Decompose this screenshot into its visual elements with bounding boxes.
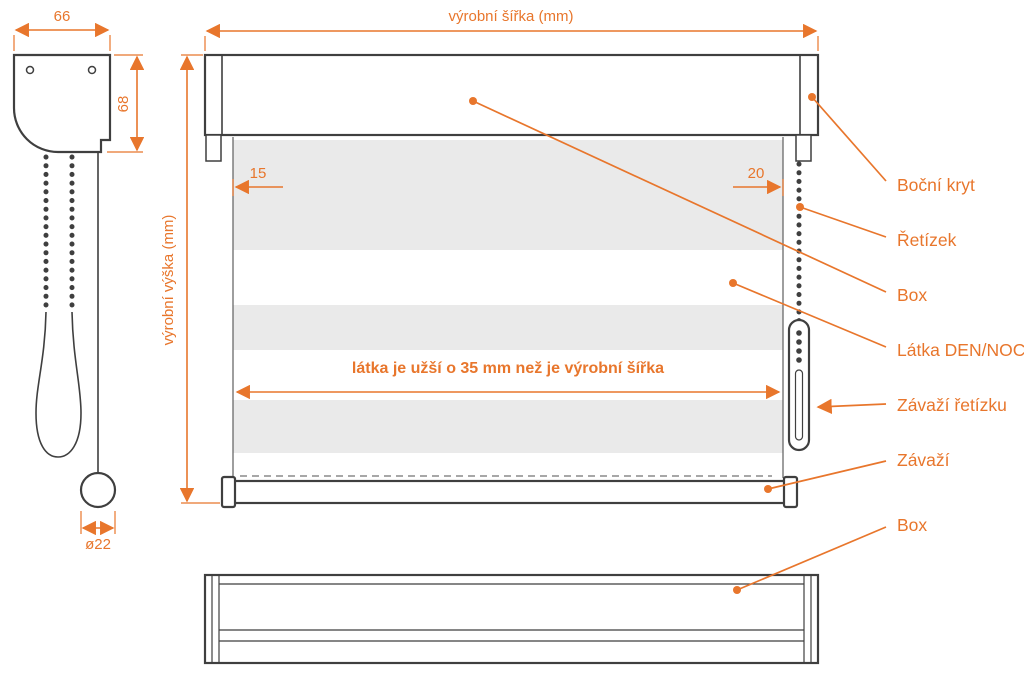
bottom-box-view bbox=[203, 573, 820, 665]
callout-line-retizek bbox=[799, 206, 887, 238]
callout-line-zavazi bbox=[767, 460, 887, 490]
fabric-stripe-3 bbox=[233, 400, 783, 453]
side-view-assembly: 66 68 ø22 bbox=[12, 8, 145, 553]
callout-label-bocni-kryt: Boční kryt bbox=[897, 175, 975, 195]
callout-dot-bocni-kryt bbox=[808, 93, 816, 101]
dim-width-label: výrobní šířka (mm) bbox=[448, 8, 573, 25]
callout-arrow-zavazi-retizku bbox=[816, 398, 887, 415]
chain-bead-3 bbox=[796, 348, 802, 354]
callout-dot-box bbox=[469, 97, 477, 105]
box-bottom-tab-left bbox=[205, 134, 222, 162]
callout-label-zavazi-retizku: Závaží řetízku bbox=[897, 395, 1007, 415]
fabric-stripe-1 bbox=[233, 140, 783, 250]
callout-dot-zavazi bbox=[764, 485, 772, 493]
fabric-stripe-2 bbox=[233, 305, 783, 350]
chain-weight-slot bbox=[794, 369, 804, 441]
callout-dot-latka bbox=[729, 279, 737, 287]
callout-dot-retizek bbox=[796, 203, 804, 211]
callout-label-zavazi: Závaží bbox=[897, 450, 950, 470]
dim-68-label: 68 bbox=[115, 96, 132, 113]
callout-dot-box-bottom bbox=[733, 586, 741, 594]
bottom-bar bbox=[231, 479, 787, 505]
callout-line-box bbox=[472, 100, 887, 293]
bottom-box-outer bbox=[203, 573, 820, 665]
callout-line-bocni-kryt bbox=[811, 96, 887, 182]
box-bottom-tab-right bbox=[795, 134, 812, 162]
chain-bead-1 bbox=[796, 330, 802, 336]
screw-hole-right bbox=[87, 65, 97, 75]
bottom-bar-cap-right bbox=[782, 475, 799, 509]
chain-loop-outline bbox=[35, 311, 82, 458]
callouts: Boční kryt Řetízek Box Látka DEN/NOC Záv… bbox=[469, 93, 1024, 594]
chain-weight bbox=[787, 318, 811, 452]
dim-height-label: výrobní výška (mm) bbox=[160, 215, 177, 346]
callout-label-box: Box bbox=[897, 285, 927, 305]
callout-label-box-bottom: Box bbox=[897, 515, 927, 535]
fabric-note: látka je užší o 35 mm než je výrobní šíř… bbox=[352, 360, 664, 377]
callout-label-latka: Látka DEN/NOC bbox=[897, 340, 1024, 360]
head-box bbox=[203, 53, 820, 137]
chain-bead-2 bbox=[796, 339, 802, 345]
fabric-den-noc bbox=[232, 137, 784, 478]
callout-line-box-bottom bbox=[736, 526, 887, 591]
dim-20-label: 20 bbox=[748, 165, 765, 182]
pull-ball bbox=[79, 471, 117, 509]
bottom-bar-cap-left bbox=[220, 475, 237, 509]
dim-15-label: 15 bbox=[250, 165, 267, 182]
callout-label-retizek: Řetízek bbox=[897, 230, 957, 250]
callout-line-latka bbox=[732, 282, 887, 348]
screw-hole-left bbox=[25, 65, 35, 75]
front-view: výrobní šířka (mm) výrobní výška (mm) 15… bbox=[160, 8, 820, 509]
dim-ball-label: ø22 bbox=[85, 536, 111, 553]
dim-66-label: 66 bbox=[54, 8, 71, 25]
chain-bead-4 bbox=[796, 357, 802, 363]
control-bracket bbox=[12, 53, 112, 154]
